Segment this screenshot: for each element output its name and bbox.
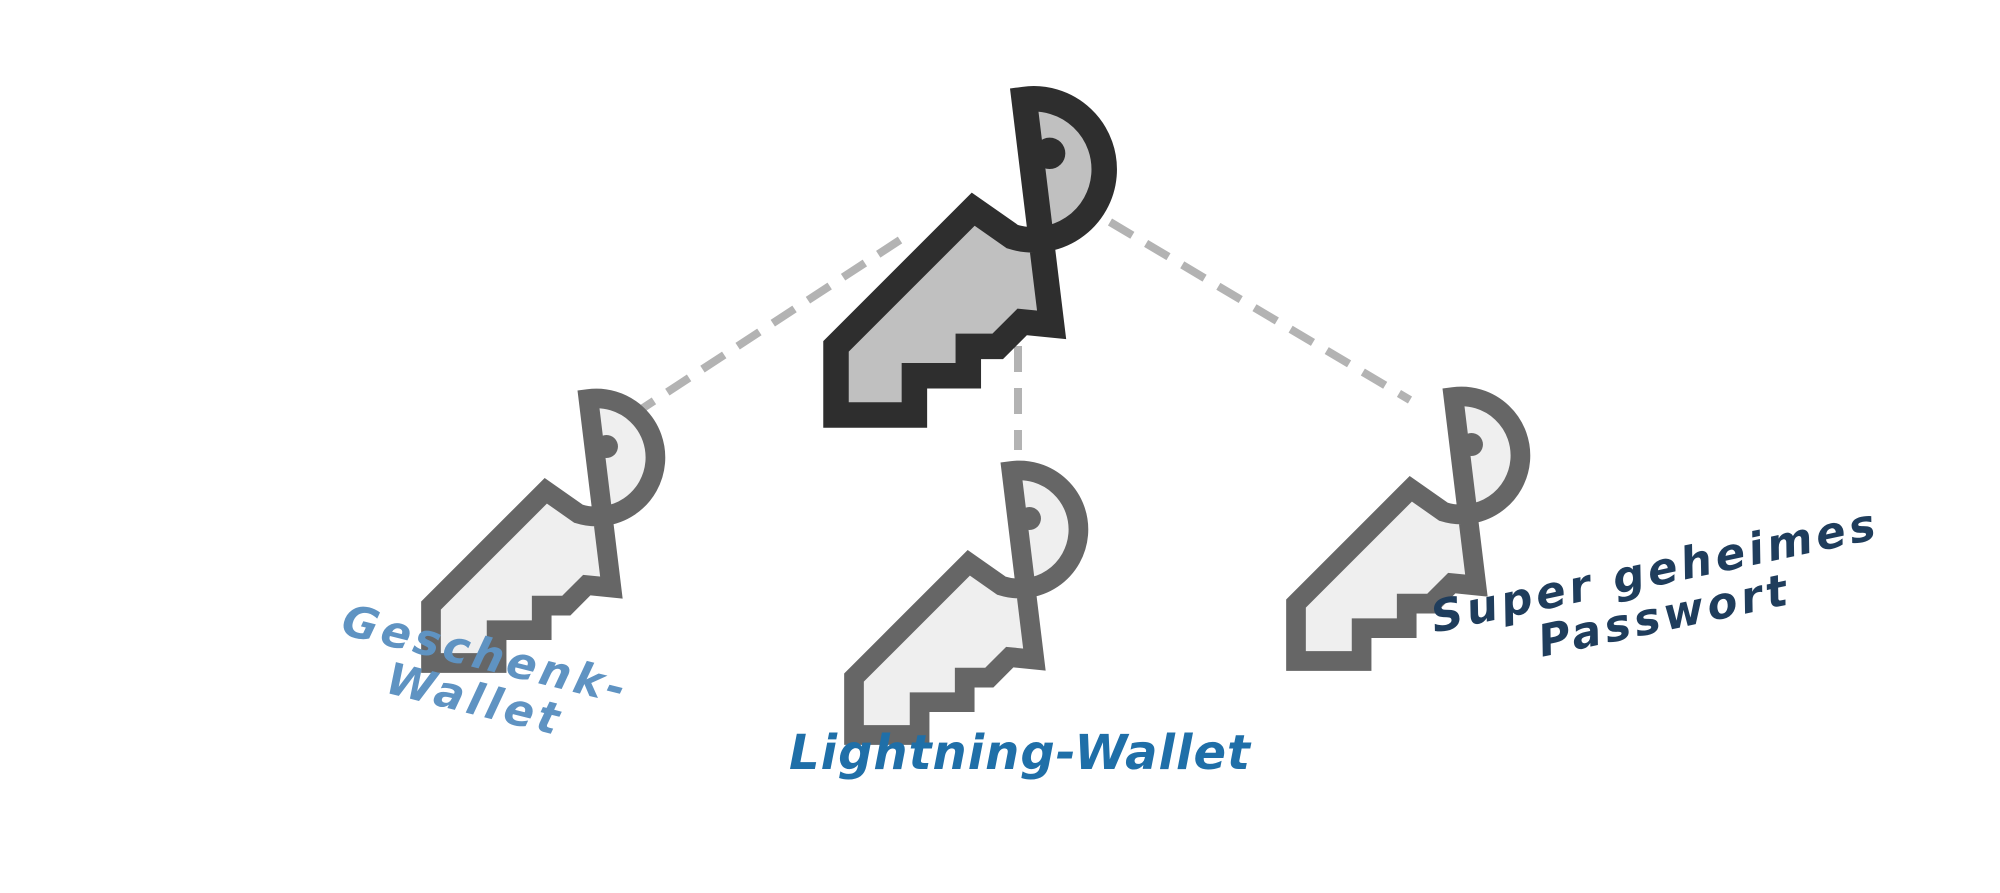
connector-to-gift — [637, 236, 903, 414]
lightning-wallet-key-icon — [854, 470, 1078, 735]
lightning-wallet-label: Lightning-Wallet — [760, 725, 1280, 781]
master-key-icon — [836, 99, 1104, 415]
connector-to-password — [1107, 218, 1413, 404]
connectors — [637, 218, 1413, 450]
lightning-wallet-label-line-1: Lightning-Wallet — [789, 725, 1251, 781]
password-key-icon — [1296, 396, 1520, 661]
gift-wallet-key-icon — [431, 398, 655, 663]
